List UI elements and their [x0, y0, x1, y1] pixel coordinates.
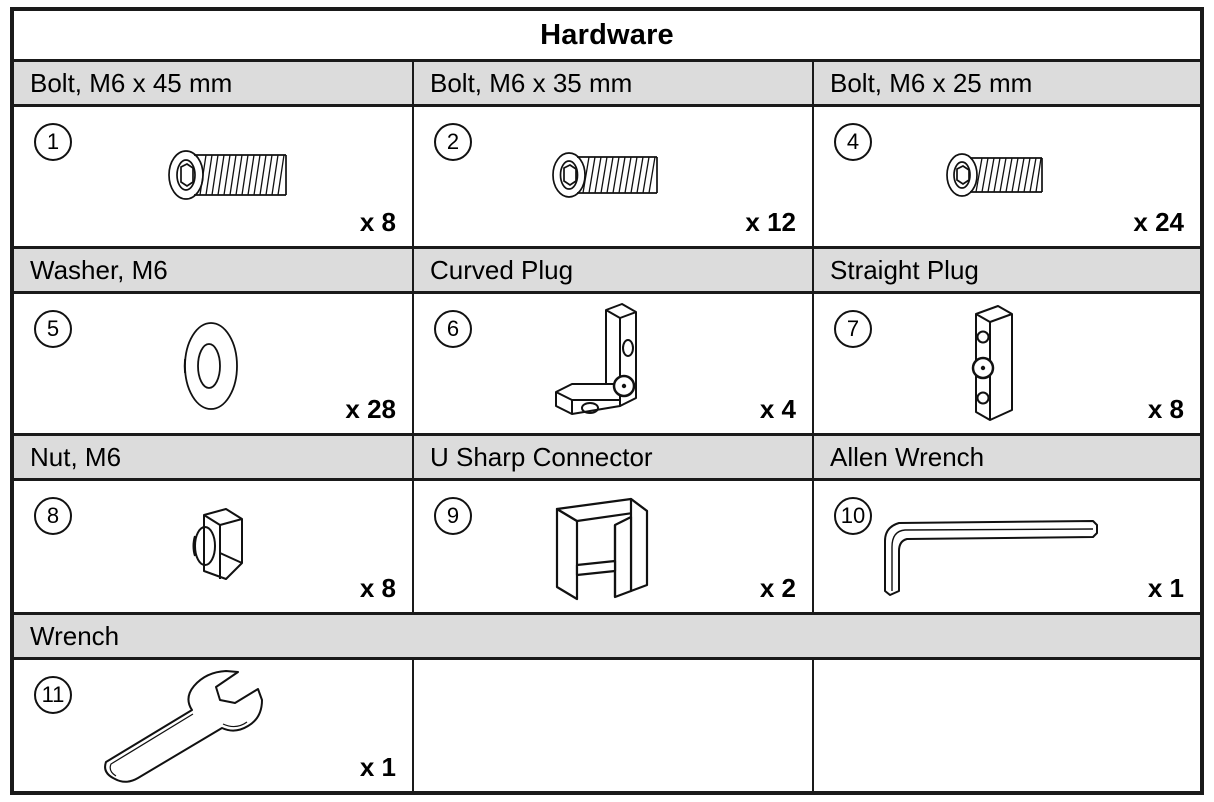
item-quantity: x 12 [745, 207, 796, 237]
item-number-badge: 4 [834, 123, 872, 161]
u-connector-icon [539, 487, 669, 607]
item-washer: 5 x 28 [14, 294, 412, 433]
header-cell-curved-plug: Curved Plug [412, 249, 812, 291]
item-quantity: x 1 [1147, 573, 1184, 603]
header-label: Washer, M6 [30, 254, 168, 285]
item-quantity: x 1 [359, 752, 396, 782]
header-cell-bolt-35: Bolt, M6 x 35 mm [412, 62, 812, 104]
item-number-badge: 5 [34, 310, 72, 348]
allen-wrench-icon [879, 499, 1109, 599]
header-label: Bolt, M6 x 35 mm [430, 67, 633, 98]
row-items-wrench: 11 x 1 [14, 660, 1200, 791]
header-cell-washer: Washer, M6 [14, 249, 412, 291]
item-u-connector: 9 [412, 481, 812, 612]
row-header-washer-plugs: Washer, M6 Curved Plug Straight Plug [14, 246, 1200, 294]
bolt-icon [539, 145, 689, 205]
header-label: Allen Wrench [830, 441, 985, 472]
header-cell-u-connector: U Sharp Connector [412, 436, 812, 478]
item-number-badge wide: 11 [34, 676, 72, 714]
item-curved-plug: 6 [412, 294, 812, 433]
bolt-icon [154, 145, 324, 205]
table-frame: Hardware Bolt, M6 x 45 mm Bolt, M6 x 35 … [10, 7, 1204, 795]
item-number-badge: 2 [434, 123, 472, 161]
row-header-wrench: Wrench [14, 612, 1200, 660]
header-label: U Sharp Connector [430, 441, 653, 472]
item-quantity: x 8 [359, 207, 396, 237]
item-quantity: x 28 [345, 394, 396, 424]
page-title: Hardware [14, 11, 1200, 59]
straight-plug-icon [954, 302, 1034, 427]
item-bolt-25: 4 x 24 [812, 107, 1200, 246]
wrench-icon [92, 666, 292, 786]
item-empty-slot-2 [812, 660, 1200, 791]
header-cell-nut: Nut, M6 [14, 436, 412, 478]
curved-plug-icon [544, 300, 674, 430]
nut-icon [174, 503, 269, 593]
row-header-bolts: Bolt, M6 x 45 mm Bolt, M6 x 35 mm Bolt, … [14, 59, 1200, 107]
item-number-badge: 6 [434, 310, 472, 348]
header-label: Straight Plug [830, 254, 979, 285]
item-bolt-35: 2 x 12 [412, 107, 812, 246]
header-cell-allen-wrench: Allen Wrench [812, 436, 1200, 478]
item-quantity: x 24 [1133, 207, 1184, 237]
washer-icon [169, 319, 259, 414]
header-label: Wrench [30, 620, 120, 651]
header-cell-bolt-25: Bolt, M6 x 25 mm [812, 62, 1200, 104]
item-quantity: x 4 [759, 394, 796, 424]
item-straight-plug: 7 [812, 294, 1200, 433]
header-cell-bolt-45: Bolt, M6 x 45 mm [14, 62, 412, 104]
item-empty-slot-1 [412, 660, 812, 791]
row-items-nut-connector-allen: 8 [14, 481, 1200, 612]
page-title-text: Hardware [540, 18, 674, 51]
item-number-badge: 7 [834, 310, 872, 348]
item-number-badge: 8 [34, 497, 72, 535]
row-items-washer-plugs: 5 x 28 6 [14, 294, 1200, 433]
row-header-nut-connector-allen: Nut, M6 U Sharp Connector Allen Wrench [14, 433, 1200, 481]
item-quantity: x 8 [359, 573, 396, 603]
item-allen-wrench: 10 x 1 [812, 481, 1200, 612]
item-number-badge wide: 10 [834, 497, 872, 535]
row-items-bolts: 1 x 8 [14, 107, 1200, 246]
item-bolt-45: 1 x 8 [14, 107, 412, 246]
header-label: Bolt, M6 x 45 mm [30, 67, 233, 98]
item-quantity: x 2 [759, 573, 796, 603]
item-nut: 8 [14, 481, 412, 612]
header-cell-straight-plug: Straight Plug [812, 249, 1200, 291]
item-quantity: x 8 [1147, 394, 1184, 424]
item-number-badge: 9 [434, 497, 472, 535]
bolt-icon [934, 145, 1074, 205]
item-number-badge: 1 [34, 123, 72, 161]
header-label: Bolt, M6 x 25 mm [830, 67, 1033, 98]
header-label: Curved Plug [430, 254, 574, 285]
header-cell-wrench: Wrench [14, 615, 1200, 657]
item-wrench: 11 x 1 [14, 660, 412, 791]
header-label: Nut, M6 [30, 441, 122, 472]
